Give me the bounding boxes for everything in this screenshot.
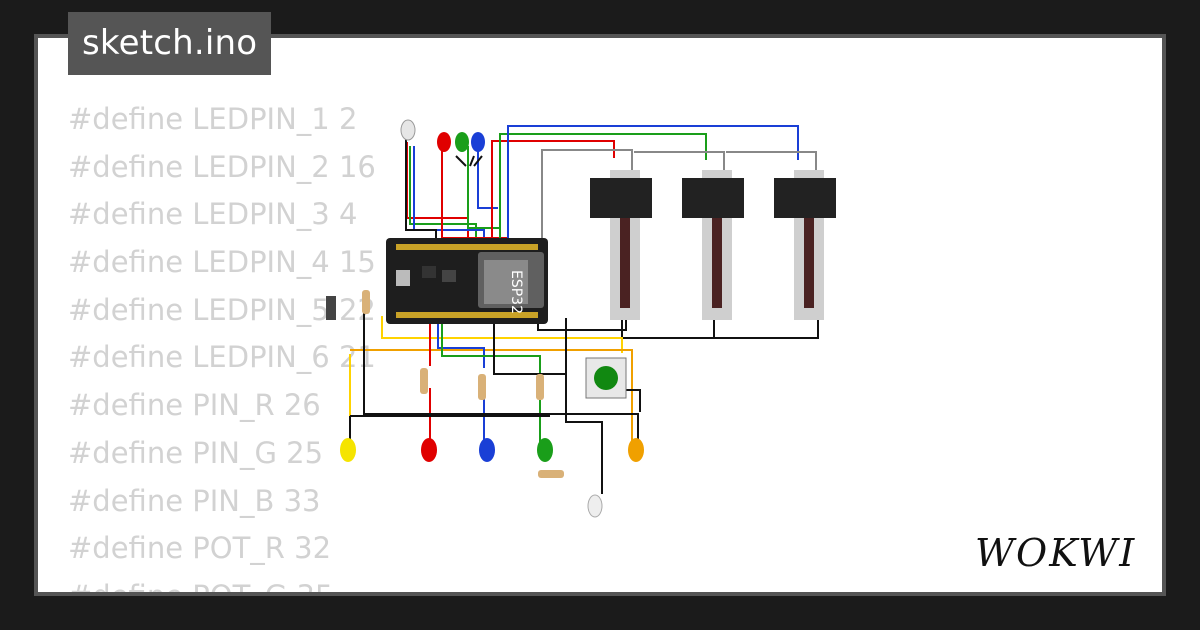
code-line: #define LEDPIN_4 15	[68, 245, 376, 280]
board-label: ESP32	[508, 270, 524, 314]
code-line: #define POT_R 32	[68, 531, 332, 566]
code-line: #define PIN_R 26	[68, 388, 321, 423]
code-line: #define LEDPIN_3 4	[68, 197, 358, 232]
top-leds	[400, 119, 485, 152]
bottom-leds	[340, 438, 644, 518]
code-preview: #define LEDPIN_1 2 #define LEDPIN_2 16 #…	[68, 96, 628, 596]
resistor	[362, 290, 370, 314]
code-line: #define PIN_B 33	[68, 483, 321, 518]
preview-card: #define LEDPIN_1 2 #define LEDPIN_2 16 #…	[34, 34, 1166, 596]
esp32-board: ESP32	[386, 238, 548, 324]
code-line: #define LEDPIN_1 2	[68, 102, 358, 136]
resistors	[420, 368, 564, 478]
code-line: #define LEDPIN_6 21	[68, 340, 376, 375]
push-button	[585, 357, 627, 399]
code-line: #define LEDPIN_5 22	[68, 292, 376, 327]
wokwi-logo: WOKWI	[975, 531, 1136, 575]
code-line: #define POT_G 35	[68, 578, 334, 596]
sketch-filename-tab: sketch.ino	[68, 12, 272, 75]
circuit-diagram: ESP32	[326, 119, 836, 518]
wokwi-logo-text: WOKWI	[975, 531, 1136, 575]
slide-switch	[326, 296, 336, 320]
slide-potentiometers	[590, 170, 836, 320]
code-line: #define PIN_G 25	[68, 435, 324, 470]
code-line: #define LEDPIN_2 16	[68, 149, 376, 184]
